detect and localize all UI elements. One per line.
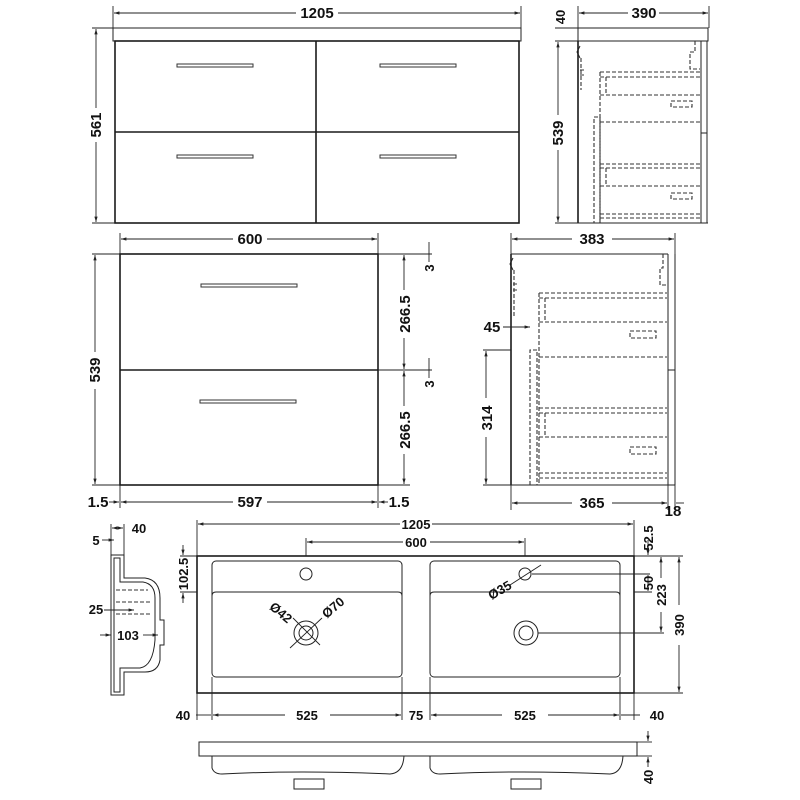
dim-bracket-offset: 45 — [484, 319, 501, 336]
waste-inner-right — [518, 625, 534, 641]
dim-basin-depth: 390 — [672, 614, 687, 636]
worktop-side — [577, 27, 709, 42]
waste-outlet-right — [510, 778, 542, 790]
basin-plan-view: Ø42 Ø70 Ø35 1205 600 102.5 52.5 50 223 — [176, 517, 687, 723]
dim-drawer-height-top: 266.5 — [397, 295, 414, 333]
dim-tap-to-ledge: 50 — [641, 576, 656, 590]
dim-section-rim: 5 — [92, 533, 99, 548]
dim-section-top-width: 40 — [132, 521, 146, 536]
dim-tap-hole-diameter: Ø35 — [485, 577, 514, 602]
basin-top-slab — [198, 741, 638, 757]
basin-outline — [196, 555, 635, 694]
dim-single-height: 539 — [87, 357, 104, 382]
dim-gap-top: 3 — [422, 264, 437, 271]
dim-side-depth: 390 — [631, 5, 656, 22]
basin-section-view: 40 5 25 103 — [89, 521, 165, 696]
dim-door-width: 597 — [237, 494, 262, 511]
dim-bracket-height: 314 — [479, 405, 496, 431]
waste-outlet-left — [293, 778, 325, 790]
dim-side-gap-right: 1.5 — [389, 494, 410, 511]
drawer-handle — [379, 154, 457, 159]
bowl-right — [429, 560, 621, 678]
dim-back-edge: 52.5 — [641, 525, 656, 550]
dim-basin-width: 1205 — [402, 517, 431, 532]
dim-bowl-gap: 75 — [409, 708, 423, 723]
dim-waste-inner-diameter: Ø42 — [267, 599, 295, 626]
dim-drawer-height-bottom: 266.5 — [397, 411, 414, 449]
basin-front-view: 40 — [198, 731, 656, 790]
dim-bowl-width-right: 525 — [514, 708, 536, 723]
dim-side-gap-left: 1.5 — [88, 494, 109, 511]
worktop — [112, 27, 522, 42]
dim-margin-right: 40 — [650, 708, 664, 723]
tap-hole-right — [518, 567, 532, 581]
dim-tap-spacing: 600 — [405, 535, 427, 550]
dim-basin-thickness: 40 — [641, 770, 656, 784]
drawer-handle — [176, 154, 254, 159]
waste-outer-right — [513, 620, 539, 646]
dim-carcass-depth: 365 — [579, 495, 604, 512]
dim-waste-offset: 223 — [654, 584, 669, 606]
dim-tap-hole-offset: 102.5 — [176, 558, 191, 591]
front-unit-view: 1205 561 — [88, 5, 522, 224]
drawer-handle — [200, 283, 298, 288]
dim-section-bowl-depth: 103 — [117, 628, 139, 643]
dim-margin-left: 40 — [176, 708, 190, 723]
dim-front-thickness: 18 — [665, 503, 682, 520]
dim-front-width: 1205 — [300, 5, 333, 22]
waste-inner-left — [298, 625, 314, 641]
dim-bowl-width-left: 525 — [296, 708, 318, 723]
drawer-handle — [176, 63, 254, 68]
dim-single-width: 600 — [237, 231, 262, 248]
side-single-view: 383 45 314 365 18 — [479, 231, 684, 520]
dim-worktop-thickness: 40 — [553, 10, 568, 24]
front-single-view: 600 539 266.5 266.5 3 3 1.5 597 1.5 — [87, 231, 437, 511]
waste-outer-left — [293, 620, 319, 646]
dim-section-inner-offset: 25 — [89, 602, 103, 617]
dim-side-height: 539 — [550, 120, 567, 145]
dim-gap-middle: 3 — [422, 380, 437, 387]
dim-front-height: 561 — [88, 112, 105, 137]
drawer-handle — [199, 399, 297, 404]
bowl-left — [211, 560, 403, 678]
drawer-handle — [379, 63, 457, 68]
side-unit-view: 390 40 539 — [550, 5, 710, 224]
dim-waste-outer-diameter: Ø70 — [319, 594, 347, 621]
dim-single-depth: 383 — [579, 231, 604, 248]
tap-hole-left — [299, 567, 313, 581]
